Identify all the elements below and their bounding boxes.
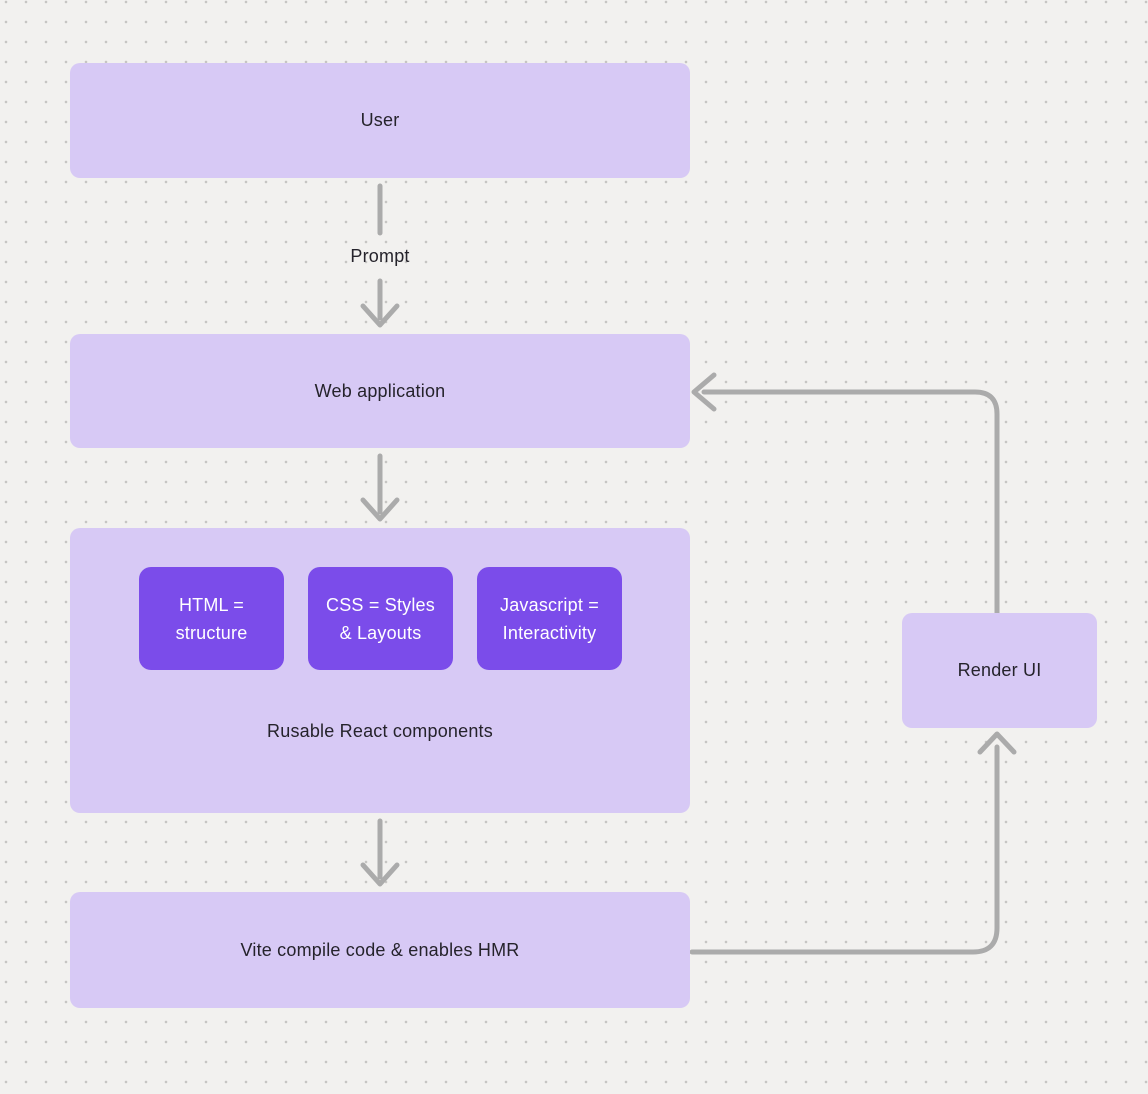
node-html-structure: HTML = structure (139, 567, 284, 670)
arrowhead-down-icon (360, 497, 400, 522)
node-web-application-label: Web application (314, 380, 446, 401)
node-render-ui: Render UI (902, 613, 1097, 728)
node-css-styles-layouts: CSS = Styles & Layouts (308, 567, 453, 670)
node-render-ui-label: Render UI (957, 660, 1042, 680)
arrowhead-down-icon (360, 303, 400, 328)
node-javascript-interactivity: Javascript = Interactivity (477, 567, 622, 670)
node-components-group: HTML = structure CSS = Styles & Layouts … (70, 528, 690, 813)
node-css-styles-layouts-label: CSS = Styles & Layouts (326, 594, 435, 643)
edge-render-to-webapp (701, 389, 1000, 616)
edge-label-prompt: Prompt (350, 246, 410, 266)
node-user: User (70, 63, 690, 178)
node-vite-compile-label: Vite compile code & enables HMR (240, 939, 520, 960)
components-group-label: Rusable React components (267, 721, 493, 741)
arrowhead-up-icon (977, 731, 1017, 755)
node-web-application: Web application (70, 334, 690, 448)
node-vite-compile: Vite compile code & enables HMR (70, 892, 690, 1008)
arrowhead-down-icon (360, 862, 400, 887)
node-user-label: User (360, 110, 400, 130)
arrowhead-left-icon (691, 372, 717, 412)
edge-vite-to-render (689, 744, 1000, 955)
node-javascript-interactivity-label: Javascript = Interactivity (500, 594, 599, 643)
node-html-structure-label: HTML = structure (175, 594, 248, 643)
